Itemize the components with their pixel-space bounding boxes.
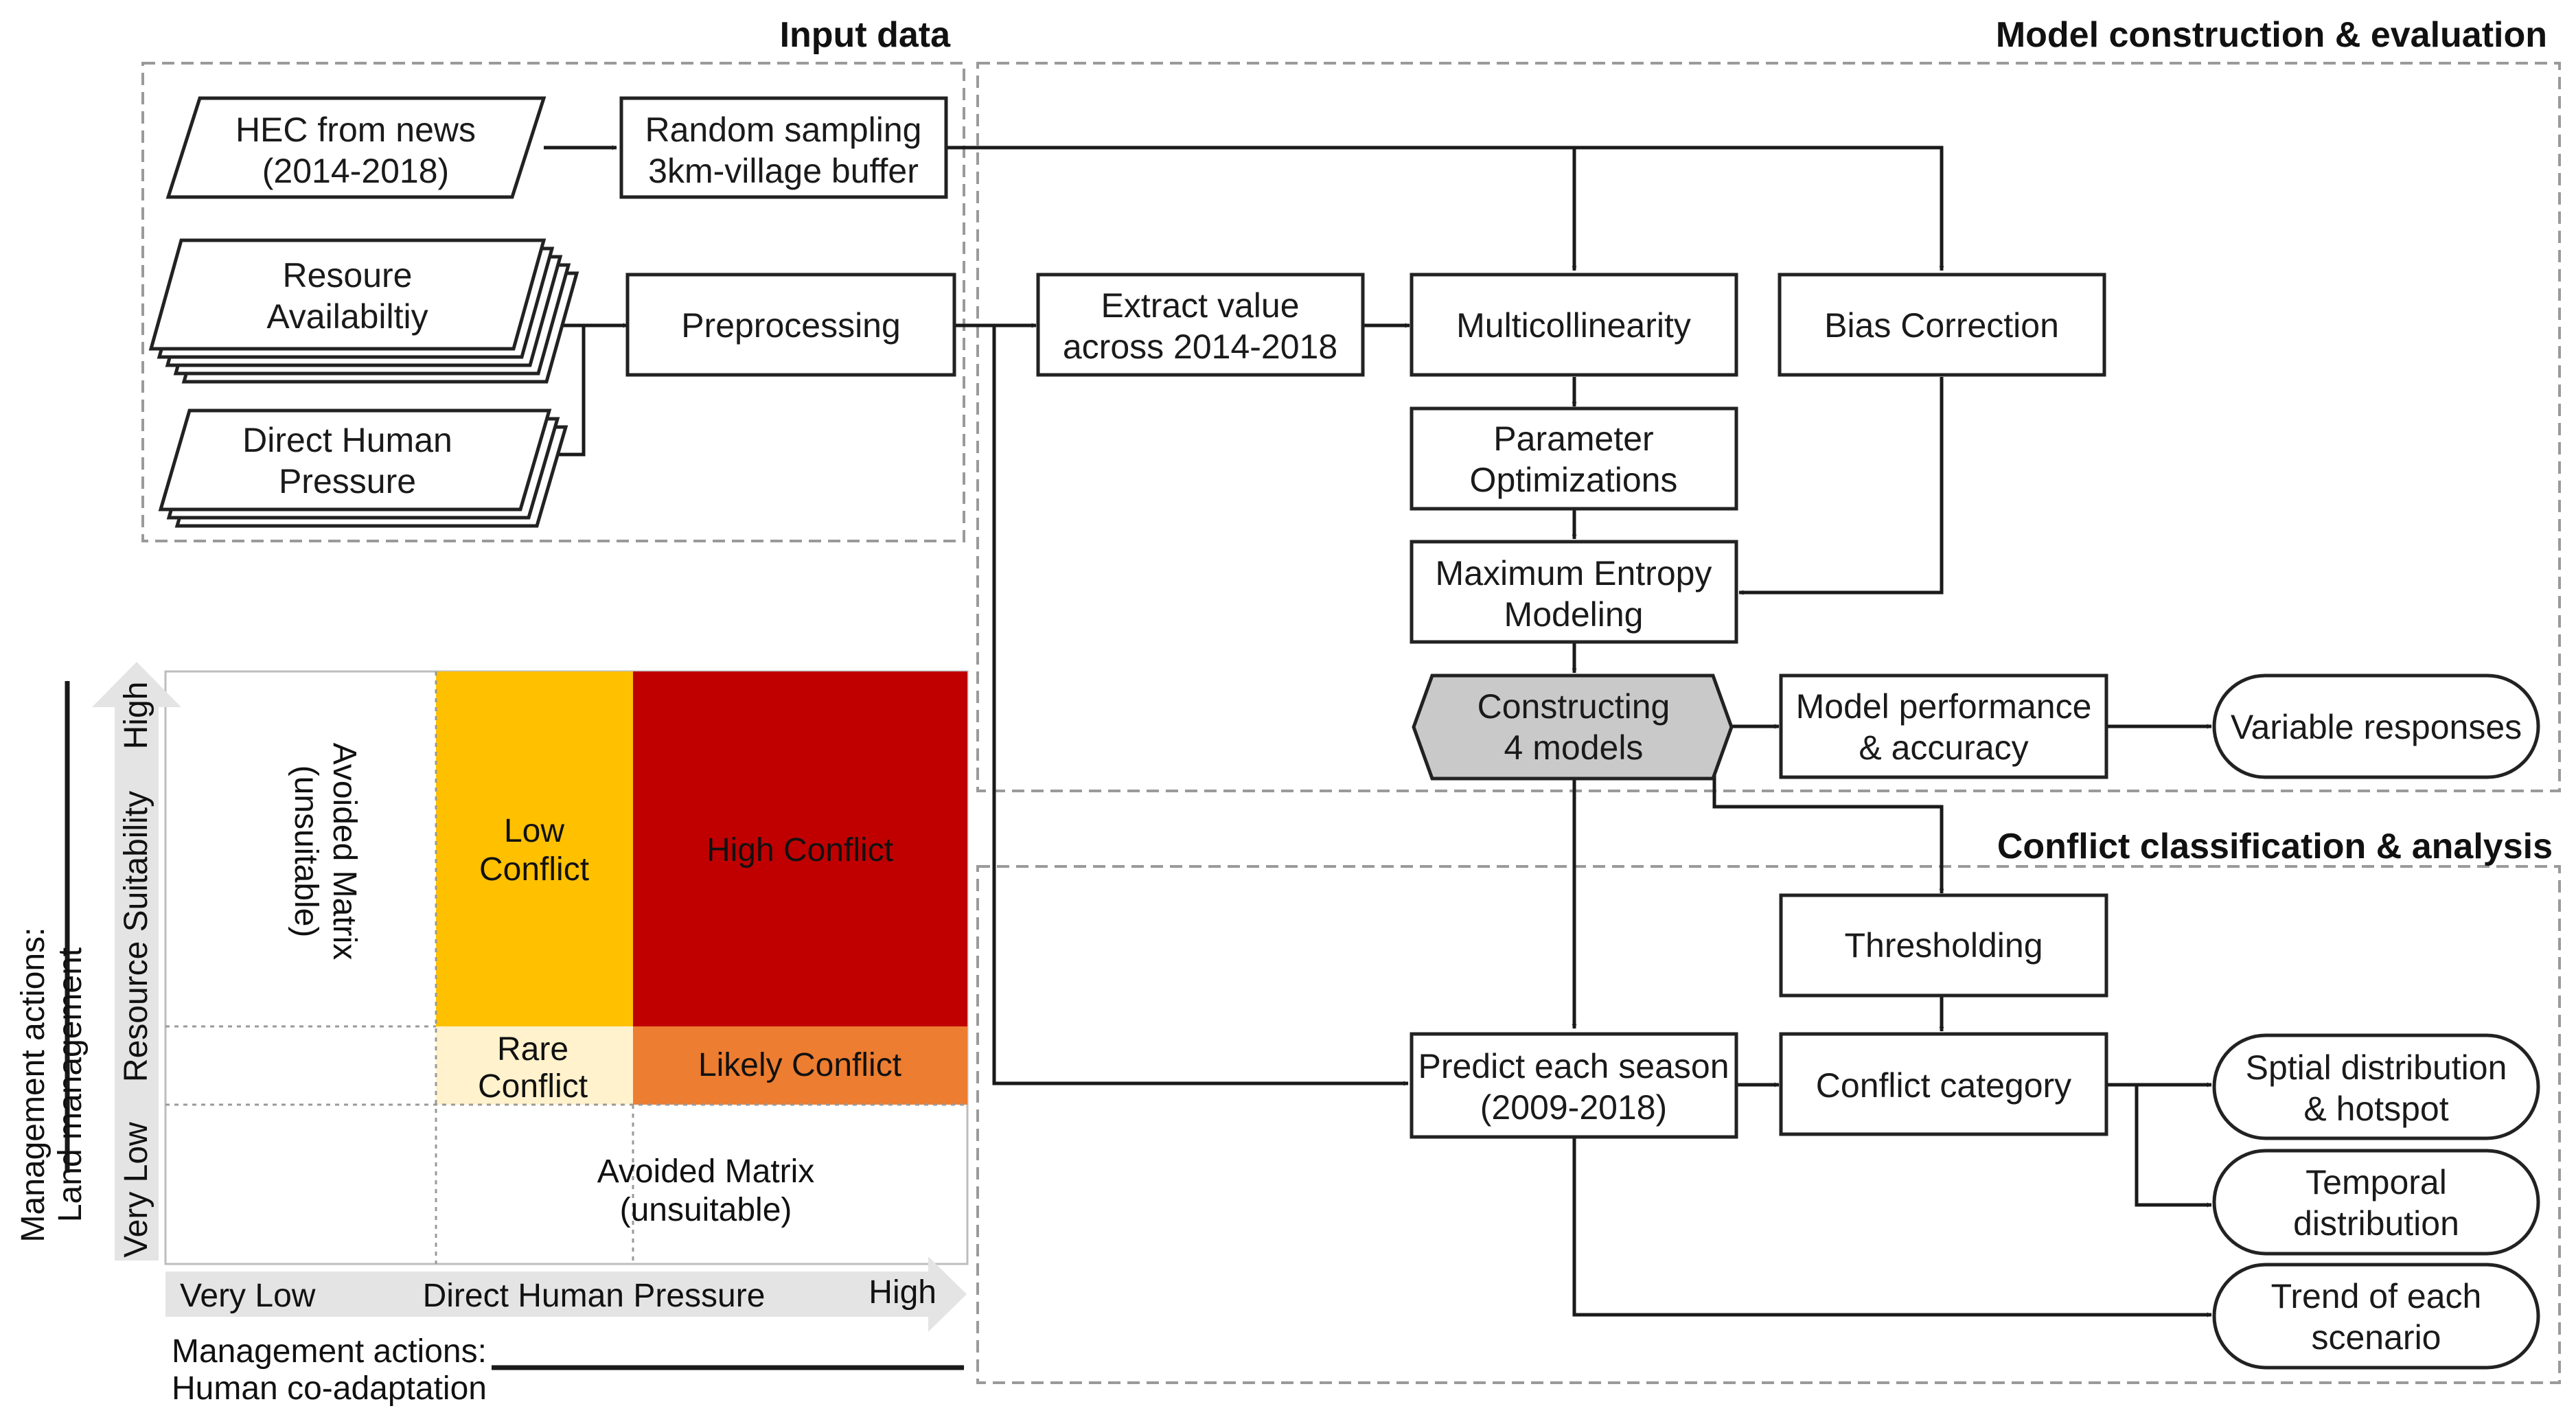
thresholding-node: Thresholding <box>1779 893 2108 998</box>
svg-text:& accuracy: & accuracy <box>1859 728 2028 767</box>
svg-text:Bias Correction: Bias Correction <box>1824 306 2059 345</box>
avoided-matrix-bottom-label-2: (unsuitable) <box>620 1192 792 1228</box>
svg-text:(2009-2018): (2009-2018) <box>1480 1088 1667 1127</box>
svg-text:Trend of each: Trend of each <box>2271 1277 2482 1315</box>
svg-text:Temporal: Temporal <box>2305 1163 2447 1201</box>
likely-conflict-label: Likely Conflict <box>698 1047 901 1083</box>
svg-text:Random sampling: Random sampling <box>645 111 922 149</box>
input-data-section <box>141 62 965 542</box>
svg-text:4 models: 4 models <box>1504 728 1644 767</box>
model-section <box>976 62 2561 792</box>
x-axis-high: High <box>869 1274 936 1311</box>
hec-news-node: HEC from news (2014-2018) <box>165 96 547 199</box>
svg-text:Resoure: Resoure <box>283 256 413 295</box>
x-axis-band <box>165 1256 967 1332</box>
svg-text:Conflict category: Conflict category <box>1816 1066 2071 1105</box>
edge-predict-trend <box>1572 1137 2212 1318</box>
human-coadaptation-label-2: Human co-adaptation <box>172 1370 487 1407</box>
x-axis-very-low: Very Low <box>180 1278 316 1314</box>
human-coadaptation-label: Management actions: <box>172 1333 487 1370</box>
edge-human-preproc <box>553 325 586 457</box>
svg-text:3km-village buffer: 3km-village buffer <box>648 152 919 190</box>
y-axis-title: Resource Suitability <box>118 791 154 1082</box>
resource-availability-node: Resoure Availabiltiy <box>148 238 579 384</box>
land-management-label: Management actions: <box>15 928 51 1243</box>
svg-text:Preprocessing: Preprocessing <box>681 306 901 345</box>
avoided-matrix-bottom-label: Avoided Matrix <box>597 1153 815 1190</box>
edge-construct-thresh <box>1712 772 1944 894</box>
y-axis-high: High <box>118 682 154 750</box>
svg-text:Optimizations: Optimizations <box>1470 461 1678 499</box>
conflict-section-title: Conflict classification & analysis <box>1997 827 2553 866</box>
svg-text:Constructing: Constructing <box>1477 687 1670 726</box>
low-conflict-label-2: Conflict <box>479 851 589 888</box>
spatial-distribution-node: Sptial distribution & hotspot <box>2212 1033 2540 1140</box>
random-sampling-node: Random sampling 3km-village buffer <box>619 96 948 199</box>
svg-text:Parameter: Parameter <box>1493 419 1653 458</box>
land-management-label-2: Land management <box>52 947 89 1222</box>
svg-text:Variable responses: Variable responses <box>2231 708 2522 746</box>
avoided-matrix-top-label: Avoided Matrix <box>326 743 363 960</box>
trend-scenario-node: Trend of each scenario <box>2212 1263 2540 1370</box>
likely-conflict-cell <box>633 1026 967 1105</box>
parameter-optimizations-node: Parameter Optimizations <box>1410 406 1738 511</box>
model-section-title: Model construction & evaluation <box>1996 15 2547 55</box>
bias-correction-node: Bias Correction <box>1778 273 2106 377</box>
svg-text:(2014-2018): (2014-2018) <box>262 152 449 190</box>
temporal-distribution-node: Temporal distribution <box>2212 1149 2540 1256</box>
svg-text:Availabiltiy: Availabiltiy <box>266 297 428 336</box>
rare-conflict-label-2: Conflict <box>478 1068 588 1105</box>
conflict-matrix: Low Conflict High Conflict Rare Conflict… <box>15 662 969 1407</box>
low-conflict-label: Low <box>504 813 564 849</box>
direct-human-pressure-node: Direct Human Pressure <box>158 409 568 528</box>
high-conflict-cell <box>633 671 967 1026</box>
y-axis-band <box>92 662 181 1261</box>
svg-text:Sptial distribution: Sptial distribution <box>2246 1048 2507 1087</box>
rare-conflict-label: Rare <box>497 1031 568 1068</box>
avoided-matrix-top-label-2: (unsuitable) <box>288 766 324 938</box>
low-conflict-cell <box>436 671 633 1026</box>
svg-text:& hotspot: & hotspot <box>2303 1090 2448 1128</box>
svg-text:scenario: scenario <box>2312 1318 2441 1357</box>
constructing-models-node: Constructing 4 models <box>1412 674 1734 781</box>
x-axis-title: Direct Human Pressure <box>423 1278 766 1314</box>
multicollinearity-node: Multicollinearity <box>1410 273 1738 377</box>
y-axis-very-low: Very Low <box>118 1122 154 1258</box>
extract-value-node: Extract value across 2014-2018 <box>1036 273 1365 377</box>
edge-random-bias <box>1574 146 1944 271</box>
high-conflict-label: High Conflict <box>706 832 893 868</box>
edges <box>544 145 2212 1318</box>
rare-conflict-cell <box>436 1026 633 1105</box>
svg-text:distribution: distribution <box>2293 1204 2459 1243</box>
svg-text:Multicollinearity: Multicollinearity <box>1456 306 1691 345</box>
predict-season-node: Predict each season (2009-2018) <box>1410 1032 1738 1139</box>
maximum-entropy-node: Maximum Entropy Modeling <box>1410 540 1738 644</box>
svg-text:Extract value: Extract value <box>1101 286 1299 325</box>
model-performance-node: Model performance & accuracy <box>1779 674 2108 779</box>
conflict-section <box>976 865 2561 1384</box>
svg-text:Predict each season: Predict each season <box>1418 1047 1729 1085</box>
conflict-category-node: Conflict category <box>1779 1032 2108 1136</box>
svg-text:Pressure: Pressure <box>279 462 416 501</box>
svg-text:Thresholding: Thresholding <box>1844 926 2043 965</box>
preprocessing-node: Preprocessing <box>625 273 956 377</box>
edge-bias-maxent <box>1738 377 1944 595</box>
edge-random-multi <box>946 146 1577 271</box>
variable-responses-node: Variable responses <box>2212 674 2540 779</box>
edge-preproc-predict <box>992 325 1409 1086</box>
svg-text:Maximum Entropy: Maximum Entropy <box>1436 554 1712 593</box>
input-data-title: Input data <box>780 15 952 55</box>
svg-text:across 2014-2018: across 2014-2018 <box>1063 327 1337 366</box>
svg-text:Modeling: Modeling <box>1504 595 1644 634</box>
svg-text:Model performance: Model performance <box>1796 687 2092 726</box>
edge-category-temporal <box>2135 1085 2212 1208</box>
svg-text:Direct Human: Direct Human <box>242 421 452 459</box>
svg-text:HEC from news: HEC from news <box>235 111 476 149</box>
